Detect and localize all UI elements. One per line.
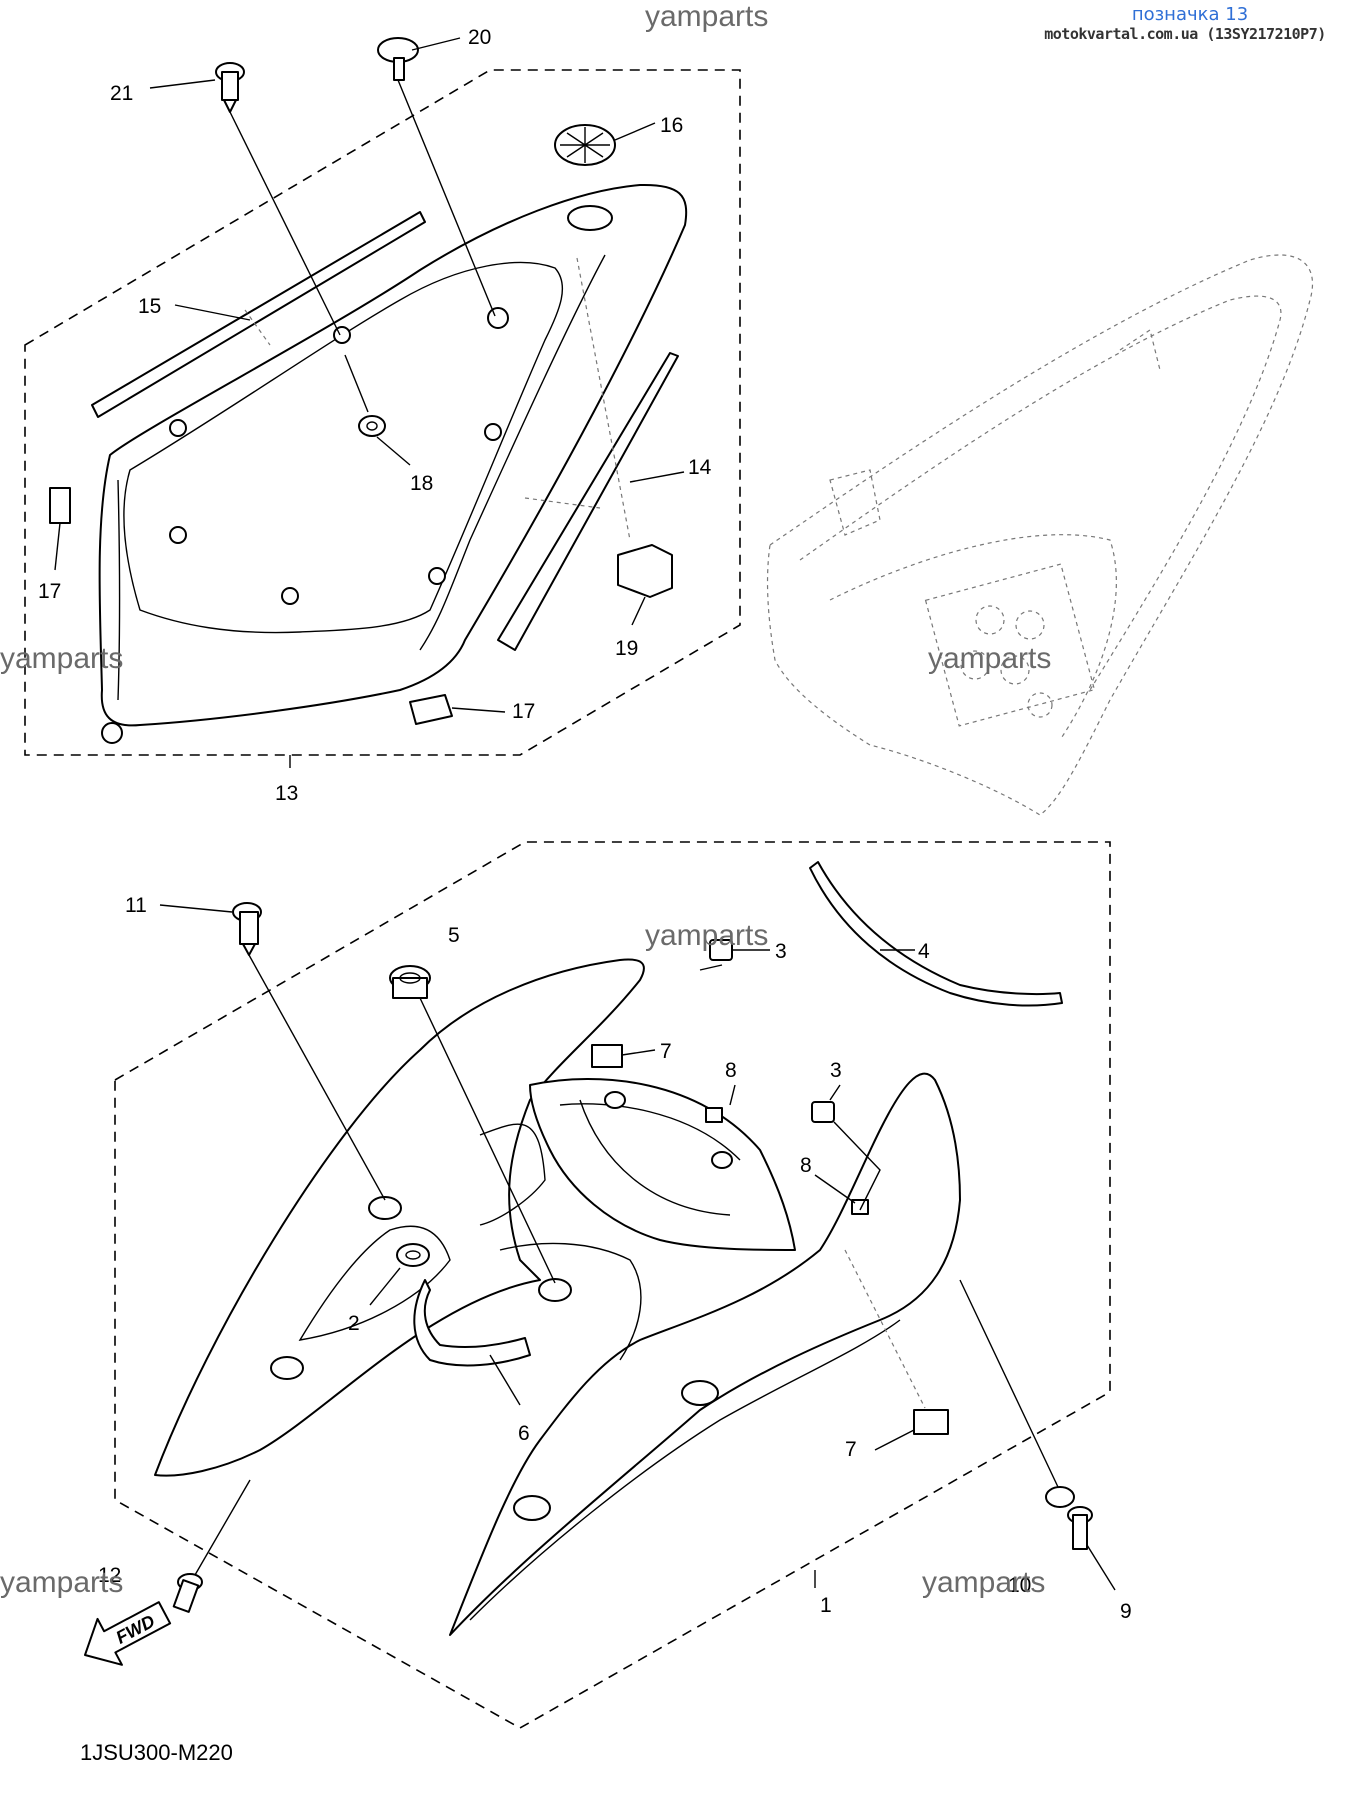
mount-hole — [711, 1151, 733, 1169]
damper-8a — [705, 1107, 723, 1123]
side-cover-left — [154, 958, 645, 1477]
damper-17a — [49, 487, 71, 524]
rivet-21-tip — [223, 99, 237, 113]
frame-reference-ghost — [766, 254, 1314, 816]
callout-4: 4 — [918, 940, 930, 963]
bolt-9-shank — [1072, 1514, 1088, 1550]
rivet-21-body — [221, 71, 239, 101]
screw-20-shank — [393, 57, 405, 81]
damper-17b — [409, 694, 453, 725]
callout-7a: 7 — [660, 1040, 672, 1063]
mount-hole — [681, 1380, 719, 1406]
callout-3b: 3 — [830, 1059, 842, 1082]
mount-boss — [428, 567, 446, 585]
mount-hole — [270, 1356, 304, 1380]
watermark: yamparts — [645, 0, 768, 33]
callout-12: 12 — [98, 1564, 121, 1587]
grommet-hole — [567, 205, 613, 231]
assembly-13-boundary — [24, 69, 741, 756]
callout-20: 20 — [468, 26, 491, 49]
mount-boss — [487, 307, 509, 329]
washer-2 — [396, 1243, 430, 1267]
callout-17a: 17 — [38, 580, 61, 603]
fwd-arrow: FWD — [84, 1601, 172, 1666]
callout-10: 10 — [1008, 1574, 1031, 1597]
watermark: yamparts — [0, 642, 123, 675]
callout-1: 1 — [820, 1594, 832, 1617]
damper-19 — [617, 544, 673, 598]
watermarks: yamparts yamparts yamparts yamparts yamp… — [0, 0, 1051, 1599]
callout-7b: 7 — [845, 1438, 857, 1461]
grommet-5-body — [392, 977, 428, 999]
assembly-13-group — [24, 37, 741, 756]
damper-7b — [913, 1409, 949, 1435]
mount-boss — [169, 419, 187, 437]
rivet-12-body — [172, 1579, 200, 1613]
callout-6: 6 — [518, 1422, 530, 1445]
watermark: yamparts — [645, 919, 768, 952]
callout-17b: 17 — [512, 700, 535, 723]
drawing-code: 1JSU300-M220 — [80, 1740, 233, 1765]
callout-19: 19 — [615, 637, 638, 660]
callout-9: 9 — [1120, 1600, 1132, 1623]
callout-18: 18 — [410, 472, 433, 495]
mount-hole — [513, 1495, 551, 1521]
watermark: yamparts — [922, 1566, 1045, 1599]
callout-3a: 3 — [775, 940, 787, 963]
mount-boss — [101, 722, 123, 744]
rivet-11-tip — [242, 943, 256, 956]
center-bracket — [529, 1078, 796, 1251]
callout-21: 21 — [110, 82, 133, 105]
nut-3a — [709, 939, 733, 961]
watermark: yamparts — [0, 1566, 123, 1599]
mount-hole — [604, 1091, 626, 1109]
tail-cover-1 — [449, 1072, 961, 1636]
callouts: 20 21 16 15 18 14 17 19 17 13 11 5 3 4 7… — [38, 26, 1132, 1623]
callout-8a: 8 — [725, 1059, 737, 1082]
nut-3b — [811, 1101, 835, 1123]
channel-6 — [413, 1279, 531, 1367]
callout-2: 2 — [348, 1312, 360, 1335]
callout-13: 13 — [275, 782, 298, 805]
watermark: yamparts — [928, 642, 1051, 675]
callout-11: 11 — [125, 894, 147, 917]
rivet-11-body — [239, 911, 259, 945]
mount-boss — [281, 587, 299, 605]
callout-16: 16 — [660, 114, 683, 137]
callout-8b: 8 — [800, 1154, 812, 1177]
strip-4 — [809, 861, 1063, 1007]
callout-15: 15 — [138, 295, 161, 318]
callout-5: 5 — [448, 924, 460, 947]
seat-cowl-part — [98, 183, 688, 727]
mount-boss — [169, 526, 187, 544]
assembly-1-group — [114, 841, 1111, 1729]
mount-hole — [368, 1196, 402, 1220]
mount-hole — [538, 1278, 572, 1302]
mount-boss — [484, 423, 502, 441]
washer-18 — [358, 415, 386, 437]
washer-10 — [1045, 1486, 1075, 1508]
callout-14: 14 — [688, 456, 712, 479]
damper-7a — [591, 1044, 623, 1068]
mount-boss — [333, 326, 351, 344]
reference-label: позначка 13 — [1131, 4, 1249, 25]
site-label: motokvartal.com.ua (13SY217210P7) — [1044, 25, 1326, 43]
